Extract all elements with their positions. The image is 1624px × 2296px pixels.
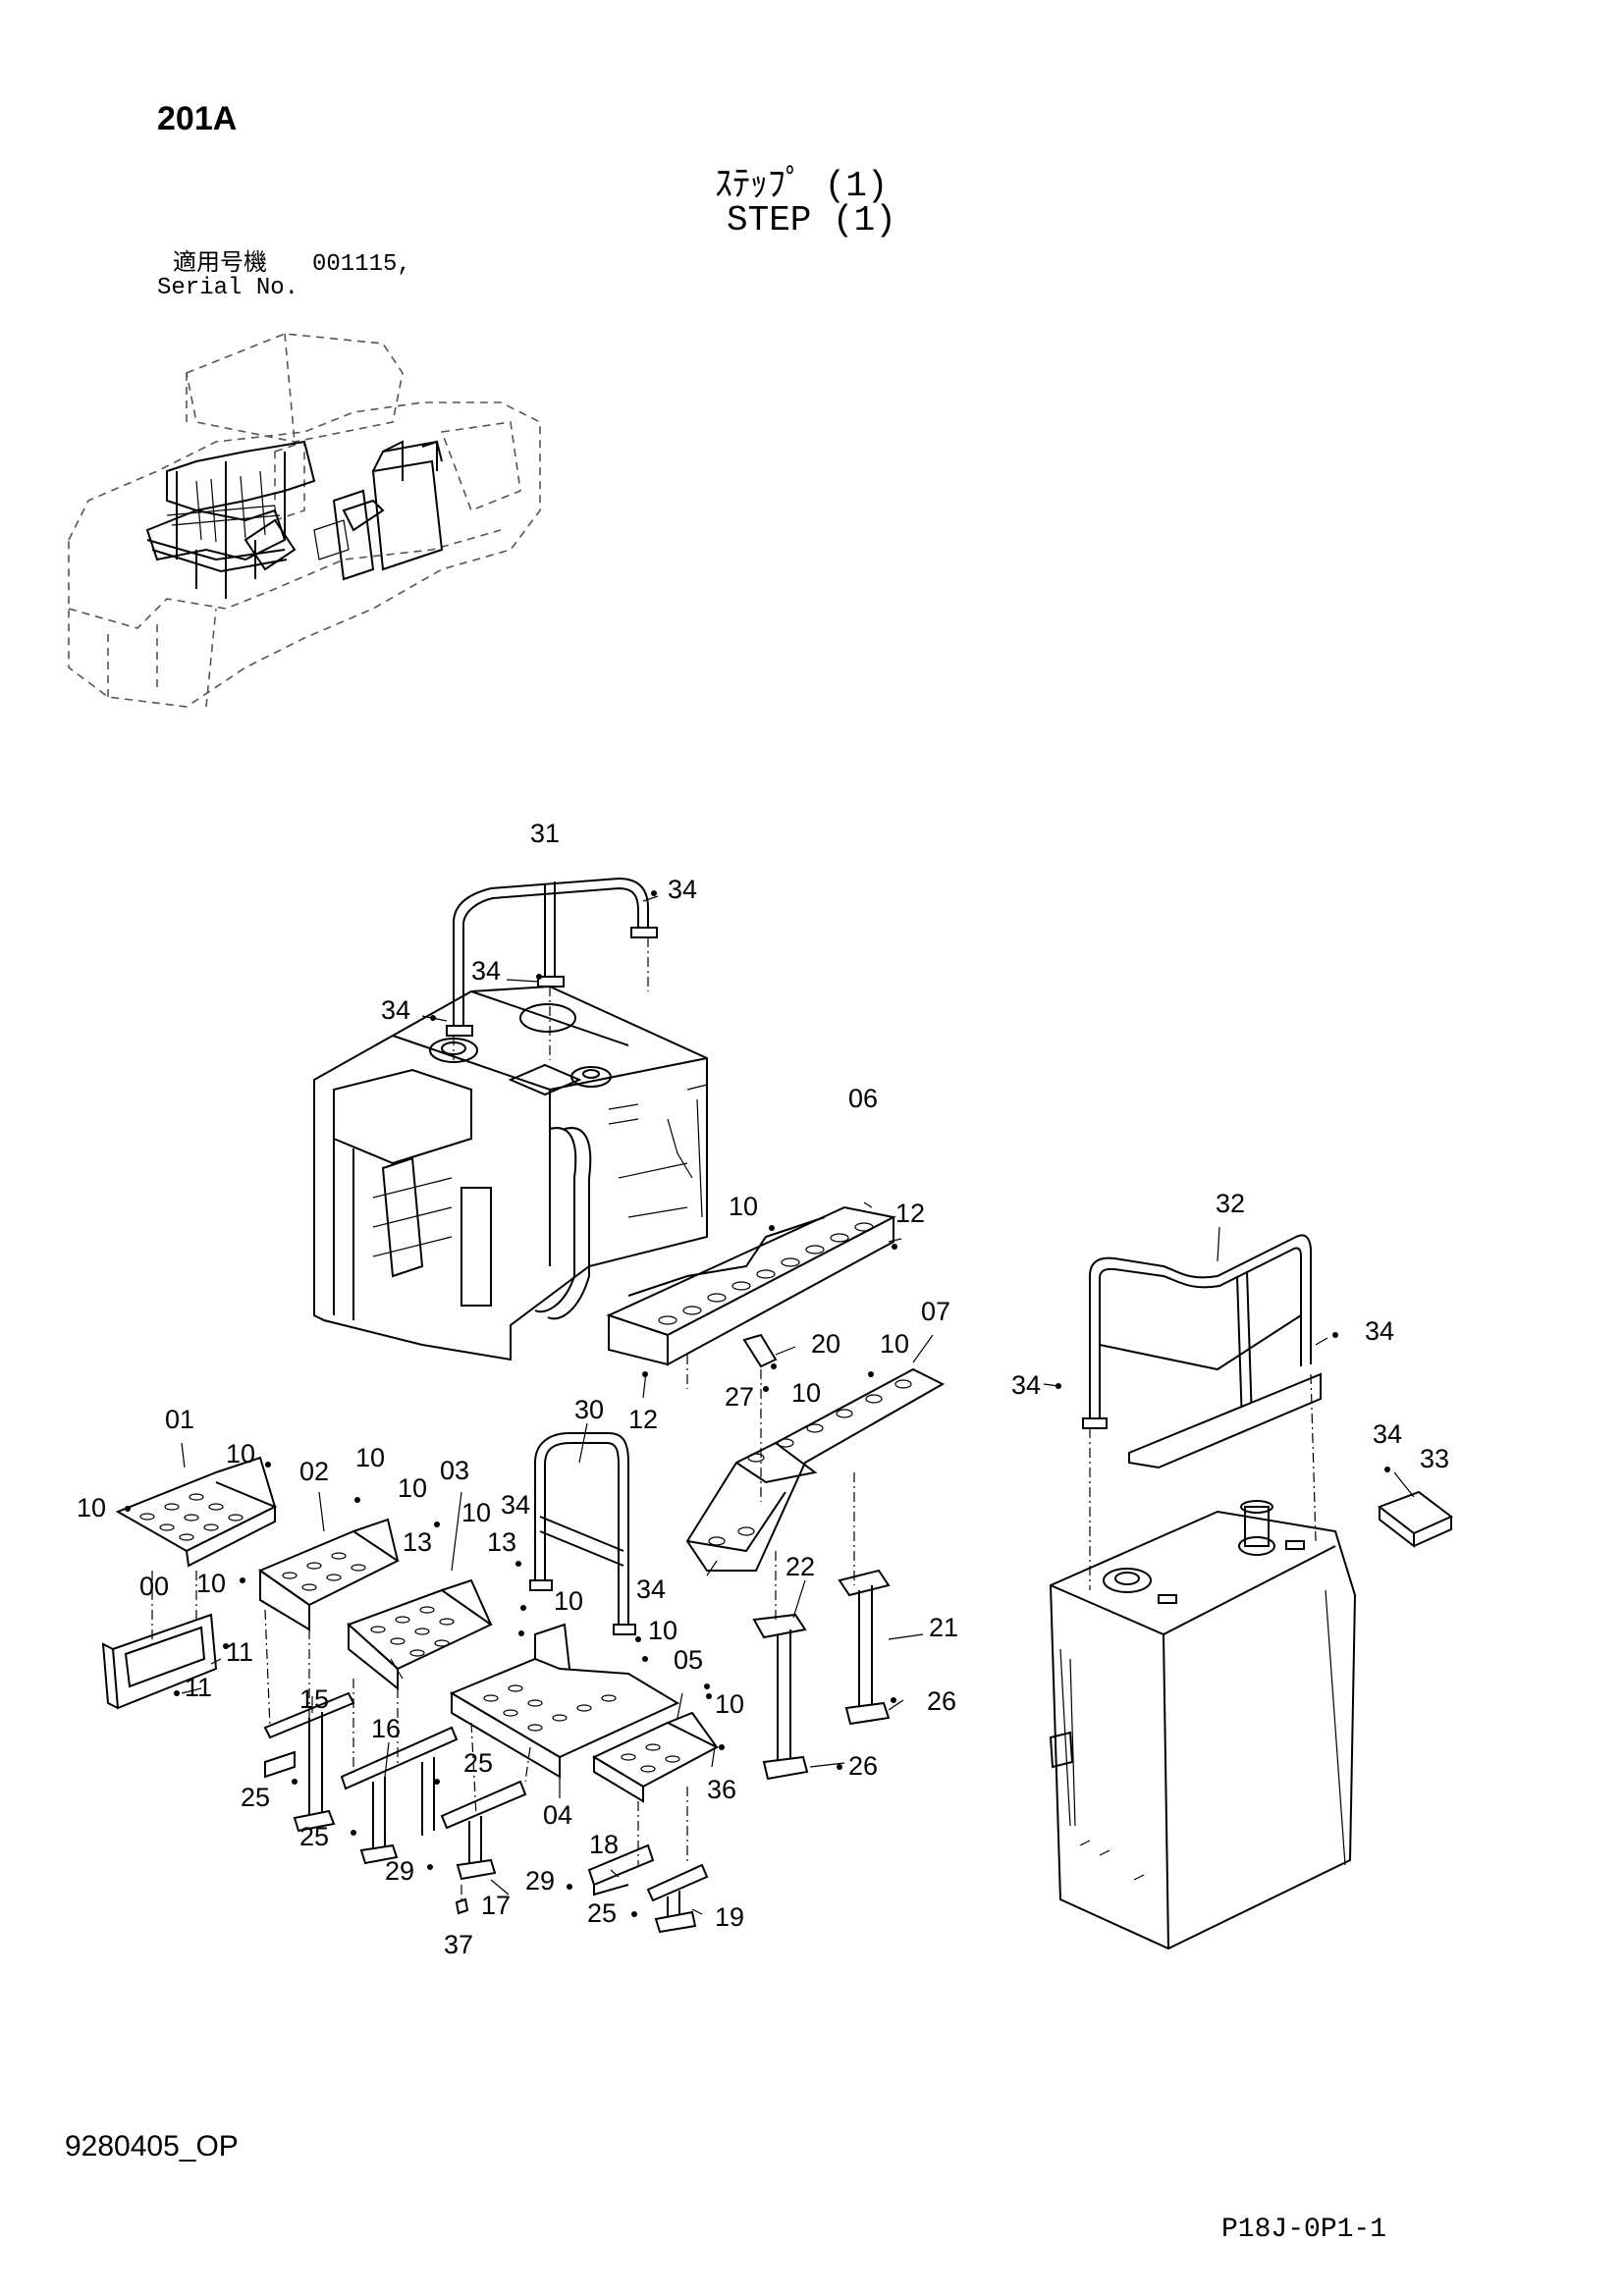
callout-34a: 34 bbox=[668, 875, 697, 904]
callout-06: 06 bbox=[848, 1084, 878, 1113]
callout-15: 15 bbox=[299, 1684, 329, 1714]
serial-label-english: Serial No. bbox=[157, 275, 299, 301]
callout-10j: 10 bbox=[648, 1616, 677, 1645]
callout-12a: 12 bbox=[895, 1199, 925, 1228]
bracket-00 bbox=[101, 1613, 218, 1710]
callout-04: 04 bbox=[543, 1800, 572, 1830]
step-05 bbox=[591, 1711, 720, 1803]
callout-10a: 10 bbox=[729, 1192, 758, 1221]
callout-36: 36 bbox=[707, 1775, 736, 1804]
step-06 bbox=[606, 1205, 896, 1366]
handrail-32 bbox=[1082, 1234, 1322, 1469]
callout-03: 03 bbox=[440, 1456, 469, 1485]
callout-34f: 34 bbox=[1373, 1419, 1402, 1449]
callout-25a: 25 bbox=[463, 1748, 493, 1778]
callout-16: 16 bbox=[371, 1714, 401, 1743]
callout-30: 30 bbox=[574, 1395, 604, 1424]
plug-37 bbox=[455, 1897, 469, 1915]
callout-21: 21 bbox=[929, 1613, 958, 1642]
callout-33: 33 bbox=[1420, 1444, 1449, 1473]
callout-10k: 10 bbox=[715, 1689, 744, 1719]
step-03 bbox=[347, 1578, 493, 1691]
serial-label-japanese: 適用号機 bbox=[173, 251, 267, 278]
callout-25c: 25 bbox=[299, 1822, 329, 1851]
callout-34c: 34 bbox=[381, 995, 410, 1025]
callout-02: 02 bbox=[299, 1457, 329, 1486]
handrail-31 bbox=[446, 877, 658, 1037]
stand-21 bbox=[838, 1569, 891, 1726]
callout-10g: 10 bbox=[398, 1473, 427, 1503]
stand-16 bbox=[340, 1726, 459, 1865]
callout-34d: 34 bbox=[1365, 1316, 1394, 1346]
callout-05: 05 bbox=[674, 1645, 703, 1675]
callout-19: 19 bbox=[715, 1902, 744, 1932]
document-id: 9280405_OP bbox=[65, 2130, 239, 2163]
callout-10h: 10 bbox=[461, 1498, 491, 1527]
stand-18 bbox=[587, 1843, 655, 1896]
callout-26b: 26 bbox=[848, 1751, 878, 1781]
callout-25d: 25 bbox=[587, 1898, 617, 1928]
callout-11a: 11 bbox=[226, 1637, 253, 1667]
callout-34e: 34 bbox=[1011, 1370, 1041, 1400]
stand-19 bbox=[646, 1863, 709, 1934]
callout-27: 27 bbox=[725, 1382, 754, 1412]
callout-20: 20 bbox=[811, 1329, 840, 1359]
step-33 bbox=[1377, 1490, 1453, 1549]
callout-11b: 11 bbox=[185, 1673, 212, 1702]
callout-00: 00 bbox=[139, 1572, 169, 1601]
callout-01: 01 bbox=[165, 1405, 194, 1434]
callout-18: 18 bbox=[589, 1830, 619, 1859]
callout-34h: 34 bbox=[636, 1575, 666, 1604]
callout-17: 17 bbox=[481, 1891, 511, 1920]
bracket-20 bbox=[742, 1333, 778, 1368]
serial-value: 001115, bbox=[312, 251, 411, 278]
left-tank-assembly bbox=[313, 985, 708, 1362]
step-07 bbox=[685, 1367, 946, 1572]
callout-26a: 26 bbox=[927, 1686, 956, 1716]
callout-29b: 29 bbox=[525, 1866, 555, 1896]
page-reference: P18J-0P1-1 bbox=[1221, 2215, 1387, 2245]
stand-22 bbox=[752, 1613, 809, 1781]
machine-overview-drawing bbox=[68, 333, 541, 708]
callout-25b: 25 bbox=[241, 1783, 270, 1812]
callout-13a: 13 bbox=[403, 1527, 432, 1557]
callout-07: 07 bbox=[921, 1297, 950, 1326]
right-tank bbox=[1049, 1500, 1357, 1950]
title-japanese: ｽﾃｯﾌﾟ (1) bbox=[715, 166, 889, 206]
step-01 bbox=[115, 1456, 278, 1568]
exploded-parts-diagram: 31 34 34 34 06 10 12 12 20 10 07 27 10 3… bbox=[77, 819, 1453, 1959]
callout-37: 37 bbox=[444, 1930, 473, 1959]
callout-10c: 10 bbox=[791, 1378, 821, 1408]
callout-10e: 10 bbox=[77, 1493, 106, 1522]
callout-10b: 10 bbox=[880, 1329, 909, 1359]
callout-34g: 34 bbox=[501, 1490, 530, 1520]
callout-22: 22 bbox=[785, 1552, 815, 1581]
callout-32: 32 bbox=[1216, 1189, 1245, 1218]
callout-12b: 12 bbox=[628, 1405, 658, 1434]
callout-31: 31 bbox=[530, 819, 560, 848]
callout-10l: 10 bbox=[196, 1569, 226, 1598]
page-code: 201A bbox=[157, 100, 238, 137]
callout-10i: 10 bbox=[554, 1586, 583, 1616]
callout-13b: 13 bbox=[487, 1527, 516, 1557]
callout-34b: 34 bbox=[471, 956, 501, 986]
title-english: STEP (1) bbox=[727, 200, 896, 240]
stand-17 bbox=[440, 1780, 527, 1881]
callout-10f: 10 bbox=[355, 1443, 385, 1472]
handrail-30 bbox=[529, 1432, 636, 1635]
step-02 bbox=[257, 1518, 400, 1631]
callout-10d: 10 bbox=[226, 1439, 255, 1468]
callout-29a: 29 bbox=[385, 1856, 414, 1886]
